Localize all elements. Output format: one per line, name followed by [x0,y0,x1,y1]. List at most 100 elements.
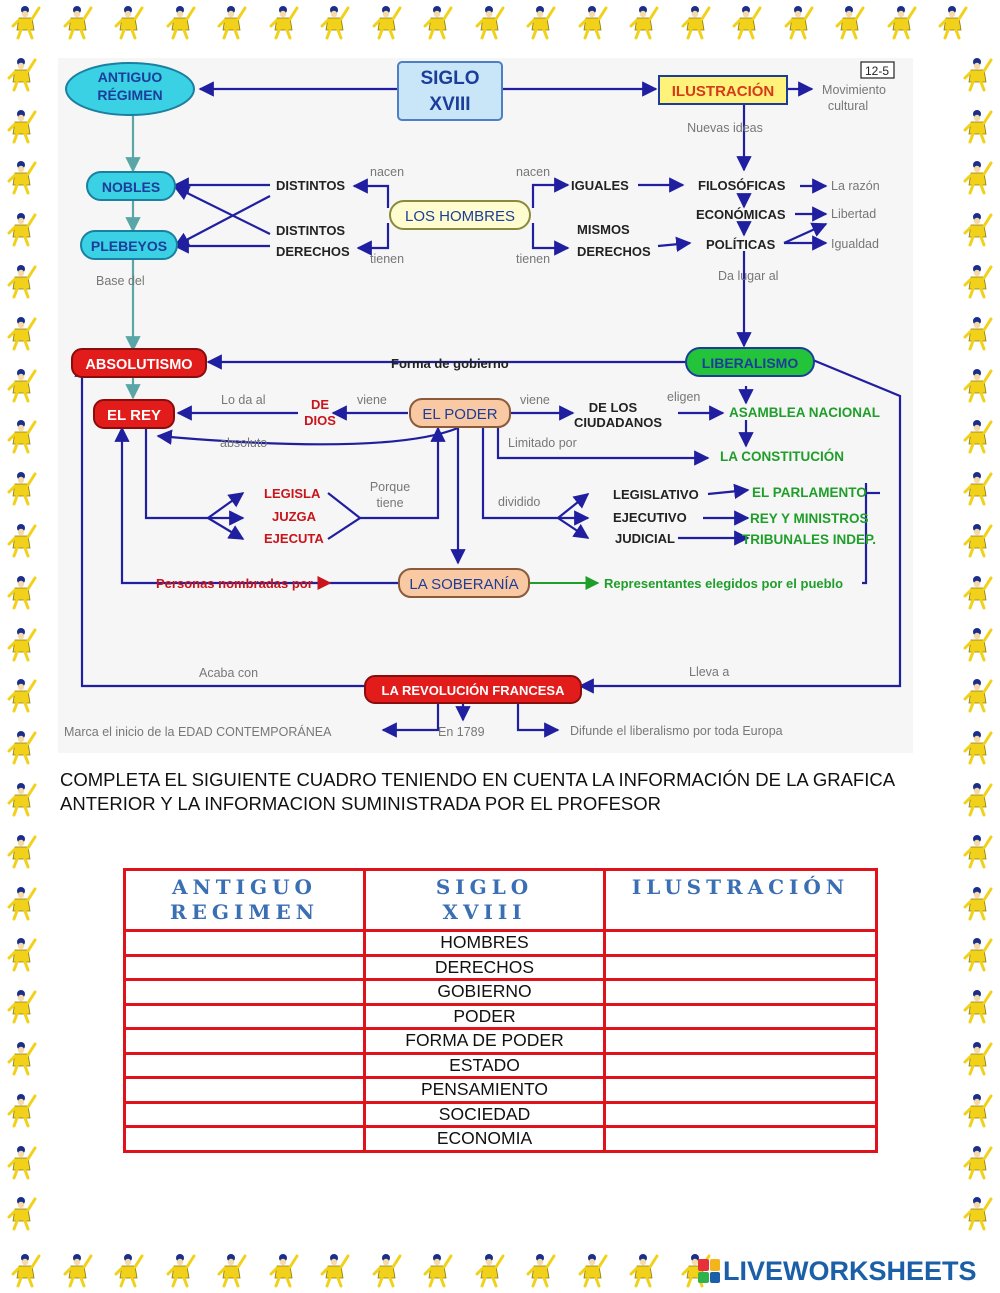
answer-cell-ilustracion[interactable] [603,1100,878,1128]
waving-figure-icon [317,4,353,40]
answer-cell-ilustracion[interactable] [603,1027,878,1055]
table-row: HOMBRES [123,929,878,957]
label-porque: Porque [370,480,410,494]
waving-figure-icon [369,4,405,40]
waving-figure-icon [4,781,40,817]
answer-cell-antiguo-regimen[interactable] [123,929,366,957]
waving-figure-icon [4,315,40,351]
waving-figure-icon [960,988,996,1024]
waving-figure-icon [4,1144,40,1180]
badge-12-5: 12-5 [860,61,895,79]
label-derechos: DERECHOS [276,244,350,259]
waving-figure-icon [575,1252,611,1288]
waving-figure-icon [884,4,920,40]
label-politicas: POLÍTICAS [706,237,776,252]
waving-figure-icon [960,522,996,558]
answer-cell-antiguo-regimen[interactable] [123,1027,366,1055]
label-nacen-right: nacen [516,165,550,179]
label-ejecuta: EJECUTA [264,531,324,546]
label-forma-gobierno: Forma de gobierno [391,356,509,371]
svg-text:ABSOLUTISMO: ABSOLUTISMO [85,357,192,373]
waving-figure-icon [369,1252,405,1288]
waving-figure-icon [781,4,817,40]
label-dividido: dividido [498,495,540,509]
label-difunde: Difunde el liberalismo por toda Europa [570,724,783,738]
row-label: GOBIERNO [363,978,606,1006]
node-el-rey: EL REY [93,399,175,429]
waving-figure-icon [960,677,996,713]
answer-cell-ilustracion[interactable] [603,1051,878,1079]
row-label: HOMBRES [363,929,606,957]
answer-cell-antiguo-regimen[interactable] [123,1076,366,1104]
table-row: PODER [123,1002,878,1030]
waving-figure-icon [626,1252,662,1288]
label-ejecutivo: EJECUTIVO [613,510,687,525]
waving-figure-icon [575,4,611,40]
node-plebeyos: PLEBEYOS [80,230,178,260]
waving-figure-icon [4,418,40,454]
row-label: ESTADO [363,1051,606,1079]
answer-cell-ilustracion[interactable] [603,1002,878,1030]
table-row: SOCIEDAD [123,1100,878,1128]
answer-cell-ilustracion[interactable] [603,1125,878,1153]
liveworksheets-mark-icon [698,1259,720,1283]
svg-text:RÉGIMEN: RÉGIMEN [97,87,162,103]
svg-text:NOBLES: NOBLES [102,179,160,195]
label-representantes: Representantes elegidos por el pueblo [604,576,843,591]
answer-cell-ilustracion[interactable] [603,978,878,1006]
label-nacen-left: nacen [370,165,404,179]
answer-cell-antiguo-regimen[interactable] [123,1100,366,1128]
answer-cell-ilustracion[interactable] [603,929,878,957]
table-row: PENSAMIENTO [123,1076,878,1104]
label-viene-right: viene [520,393,550,407]
waving-figure-icon [678,4,714,40]
waving-figure-icon [163,1252,199,1288]
label-viene-left: viene [357,393,387,407]
table-row: FORMA DE PODER [123,1027,878,1055]
answer-cell-ilustracion[interactable] [603,1076,878,1104]
waving-figure-icon [4,1040,40,1076]
waving-figure-icon [960,263,996,299]
waving-figure-icon [523,4,559,40]
node-revolucion-francesa: LA REVOLUCIÓN FRANCESA [364,675,582,704]
answer-cell-antiguo-regimen[interactable] [123,1125,366,1153]
svg-text:LOS HOMBRES: LOS HOMBRES [405,208,515,225]
label-tienen-right: tienen [516,252,550,266]
waving-figure-icon [4,677,40,713]
answer-cell-antiguo-regimen[interactable] [123,978,366,1006]
label-lleva-a: Lleva a [689,665,729,679]
node-la-soberania: LA SOBERANÍA [398,568,530,598]
label-limitado: Limitado por [508,436,577,450]
row-label: ECONOMIA [363,1125,606,1153]
waving-figure-icon [111,4,147,40]
table-row: ESTADO [123,1051,878,1079]
answer-cell-ilustracion[interactable] [603,953,878,981]
svg-text:ILUSTRACIÓN: ILUSTRACIÓN [672,82,775,100]
label-en-1789: En 1789 [438,725,485,739]
answer-cell-antiguo-regimen[interactable] [123,1002,366,1030]
label-dios: DIOS [304,413,336,428]
label-derechos-2: DERECHOS [577,244,651,259]
waving-figure-icon [4,108,40,144]
waving-figure-icon [4,988,40,1024]
waving-figure-icon [626,4,662,40]
waving-figure-icon [960,470,996,506]
svg-text:XVIII: XVIII [429,94,470,115]
label-asamblea: ASAMBLEA NACIONAL [729,405,880,420]
label-economicas: ECONÓMICAS [696,207,786,222]
waving-figure-icon [4,159,40,195]
waving-figure-icon [960,1144,996,1180]
waving-figure-icon [8,1252,44,1288]
answer-cell-antiguo-regimen[interactable] [123,1051,366,1079]
waving-figure-icon [4,367,40,403]
label-personas-nombradas: Personas nombradas por [156,576,313,591]
answer-cell-antiguo-regimen[interactable] [123,953,366,981]
node-liberalismo: LIBERALISMO [685,347,815,377]
waving-figure-icon [523,1252,559,1288]
svg-text:12-5: 12-5 [865,64,889,78]
waving-figure-icon [960,315,996,351]
label-juzga: JUZGA [272,509,317,524]
concept-map-svg: ANTIGUO RÉGIMEN SIGLO XVIII ILUSTRACIÓN … [64,61,902,739]
